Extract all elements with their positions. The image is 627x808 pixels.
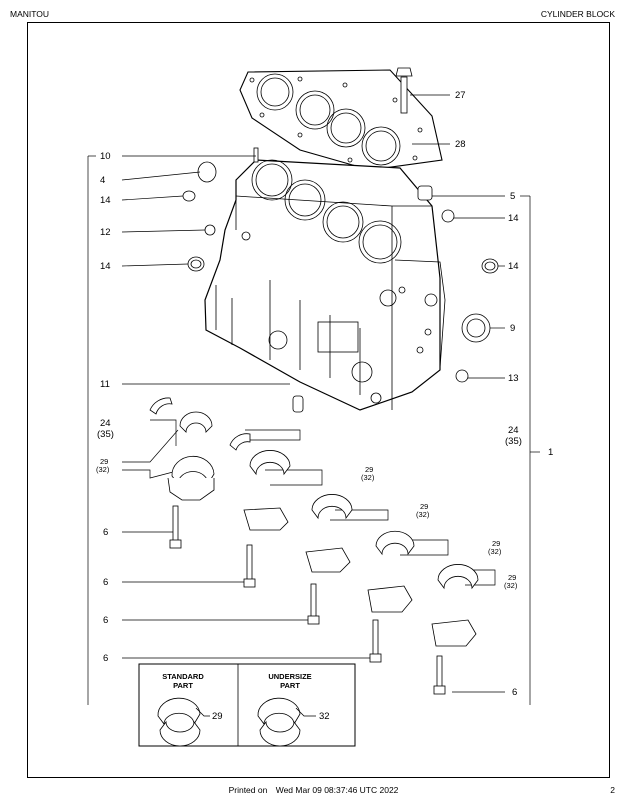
bearings [149, 397, 479, 695]
standard-part-label: PART [173, 681, 193, 690]
callout-14: 14 [100, 195, 111, 206]
callout-32: 32 [319, 711, 330, 722]
brand-name: MANITOU [10, 9, 50, 19]
callout-32: (32) [361, 473, 375, 482]
callout-6: 6 [103, 577, 108, 588]
callout-29: 29 [212, 711, 223, 722]
cylinder-block [204, 159, 446, 411]
page-number: 2 [610, 785, 615, 795]
callout-14: 14 [100, 261, 111, 272]
callout-35: (35) [505, 436, 522, 447]
callout-32: (32) [488, 547, 502, 556]
printed-date: Wed Mar 09 08:37:46 UTC 2022 [275, 785, 399, 795]
callout-6: 6 [103, 653, 108, 664]
callout-29: 29 [420, 502, 428, 511]
printed-label: Printed on [228, 785, 268, 795]
callout-6: 6 [512, 687, 517, 698]
callout-32: (32) [416, 510, 430, 519]
head-bolt [395, 67, 413, 114]
undersize-part-label: UNDERSIZE [268, 672, 311, 681]
head-gasket [239, 69, 443, 171]
callout-9: 9 [510, 323, 515, 334]
standard-part-label: STANDARD [162, 672, 204, 681]
callout-1: 1 [548, 447, 553, 458]
callout-24: 24 [508, 425, 519, 436]
callout-24: 24 [100, 418, 111, 429]
undersize-part-label: PART [280, 681, 300, 690]
inset-box [138, 663, 356, 747]
callout-32: (32) [96, 465, 110, 474]
callout-12: 12 [100, 227, 111, 238]
callout-28: 28 [455, 139, 466, 150]
callout-29: 29 [100, 457, 108, 466]
leader-lines [87, 94, 540, 705]
page-title: CYLINDER BLOCK [540, 9, 615, 19]
callout-14: 14 [508, 213, 519, 224]
drawing-frame [27, 22, 610, 778]
callout-4: 4 [100, 175, 105, 186]
callout-6: 6 [103, 615, 108, 626]
callout-11: 11 [100, 379, 110, 390]
callout-27: 27 [455, 90, 466, 101]
callout-14: 14 [508, 261, 519, 272]
callout-29: 29 [508, 573, 516, 582]
callout-29: 29 [365, 465, 373, 474]
callout-29: 29 [492, 539, 500, 548]
print-footer: Printed on Wed Mar 09 08:37:46 UTC 2022 [0, 785, 627, 795]
callout-35: (35) [97, 429, 114, 440]
callout-32: (32) [504, 581, 518, 590]
callout-13: 13 [508, 373, 519, 384]
callout-5: 5 [510, 191, 515, 202]
callout-10: 10 [100, 151, 111, 162]
callout-6: 6 [103, 527, 108, 538]
